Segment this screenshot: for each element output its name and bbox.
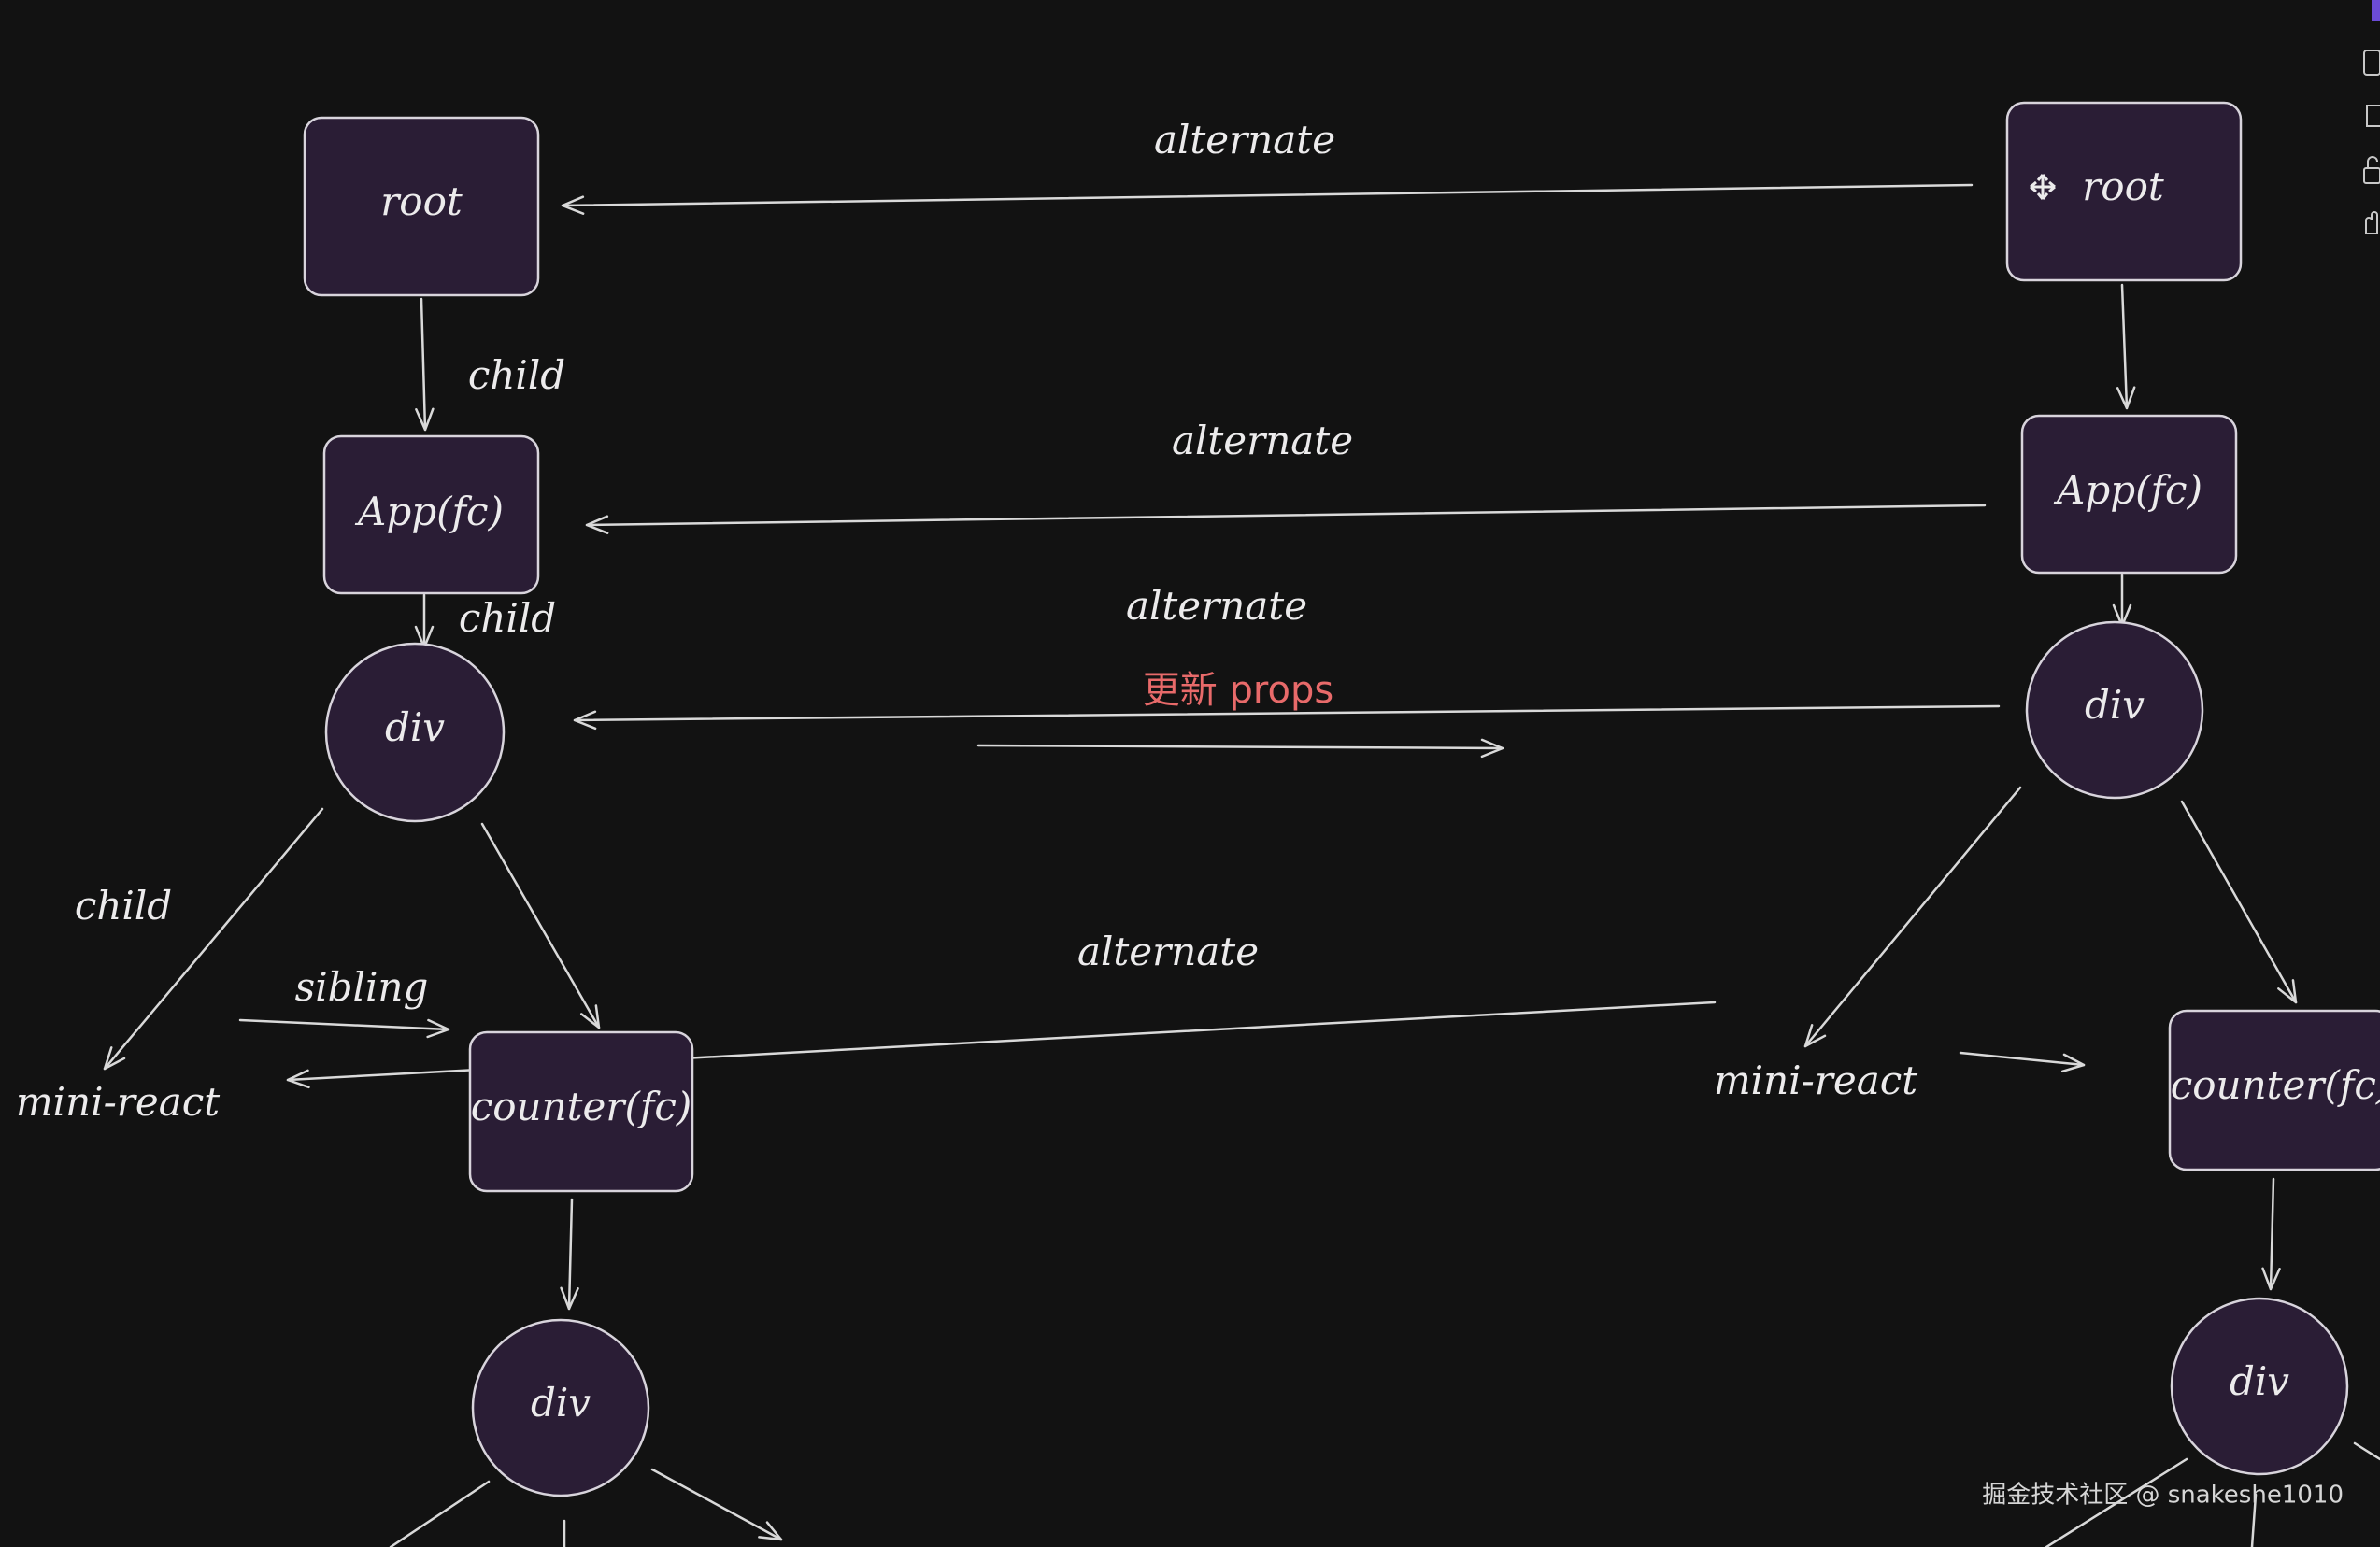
node-label: div [531, 1380, 591, 1426]
node-label: counter(fc) [471, 1084, 692, 1129]
edge-left-sibling[interactable] [238, 1018, 450, 1039]
child-label-root: child [468, 352, 565, 398]
edge-left-root-to-app[interactable] [415, 297, 435, 432]
edge-right-div2-branch-c[interactable] [2353, 1441, 2380, 1461]
edge-left-counter-to-div[interactable] [560, 1198, 579, 1311]
child-label-app: child [459, 595, 556, 641]
move-icon[interactable] [2030, 174, 2056, 200]
edge-alternate-div[interactable] [573, 704, 2001, 731]
child-label-div: child [75, 883, 172, 929]
toolbar-icon-3[interactable] [2363, 156, 2380, 184]
side-toolbar [2363, 0, 2380, 234]
node-left-minireact[interactable]: mini-react [16, 1079, 220, 1125]
alternate-label-app: alternate [1172, 418, 1353, 463]
node-label: counter(fc) [2171, 1062, 2380, 1108]
node-left-div[interactable]: div [324, 642, 506, 823]
node-label: App(fc) [2053, 467, 2202, 513]
watermark-text: 掘金技术社区 @ snakeshe1010 [1982, 1482, 2344, 1510]
edge-right-counter-to-div[interactable] [2261, 1177, 2281, 1291]
edge-right-sibling[interactable] [1959, 1051, 2086, 1073]
edge-right-div2-branch-b[interactable] [2250, 1493, 2258, 1547]
node-left-root[interactable]: root [303, 116, 540, 297]
node-right-root[interactable]: root [2005, 101, 2243, 282]
node-right-counter[interactable]: counter(fc) [2168, 1009, 2380, 1171]
edge-right-div-to-counter[interactable] [2180, 800, 2298, 1004]
node-label: div [2230, 1358, 2289, 1404]
edge-alternate-app[interactable] [585, 504, 1987, 534]
node-right-div[interactable]: div [2025, 620, 2204, 800]
edge-left-div2-branch-c[interactable] [650, 1468, 783, 1541]
edge-left-div-to-counter[interactable] [480, 822, 601, 1029]
node-right-minireact[interactable]: mini-react [1714, 1057, 1917, 1103]
node-label: div [385, 704, 445, 750]
toolbar-icon-4[interactable] [2365, 211, 2378, 234]
edge-update-props[interactable] [976, 738, 1504, 759]
node-label: root [380, 178, 463, 224]
node-label: root [2082, 163, 2164, 209]
node-label: App(fc) [354, 489, 504, 534]
edge-right-div2-branch-a[interactable] [2045, 1457, 2188, 1547]
node-label: div [2085, 682, 2145, 728]
toolbar-icon-2[interactable] [2366, 105, 2380, 127]
alternate-label-div: alternate [1126, 583, 1307, 629]
node-right-app[interactable]: App(fc) [2020, 414, 2238, 575]
node-left-app[interactable]: App(fc) [322, 434, 540, 595]
update-props-label: 更新 props [1143, 669, 1333, 712]
edge-left-div-to-minireact[interactable] [103, 807, 324, 1071]
edge-right-root-to-app[interactable] [2116, 283, 2136, 410]
sibling-label: sibling [295, 964, 429, 1010]
edge-alternate-root[interactable] [561, 183, 1974, 215]
node-left-counter[interactable]: counter(fc) [468, 1030, 694, 1193]
edge-right-div-to-minireact[interactable] [1803, 786, 2022, 1048]
node-left-div2[interactable]: div [471, 1318, 650, 1497]
toolbar-accent [2372, 0, 2380, 21]
node-right-div2[interactable]: div [2170, 1297, 2349, 1476]
alternate-label-minireact: alternate [1077, 929, 1259, 974]
alternate-label-root: alternate [1154, 117, 1335, 163]
edge-left-div2-branch-a[interactable] [389, 1480, 491, 1547]
toolbar-icon-1[interactable] [2363, 50, 2380, 76]
